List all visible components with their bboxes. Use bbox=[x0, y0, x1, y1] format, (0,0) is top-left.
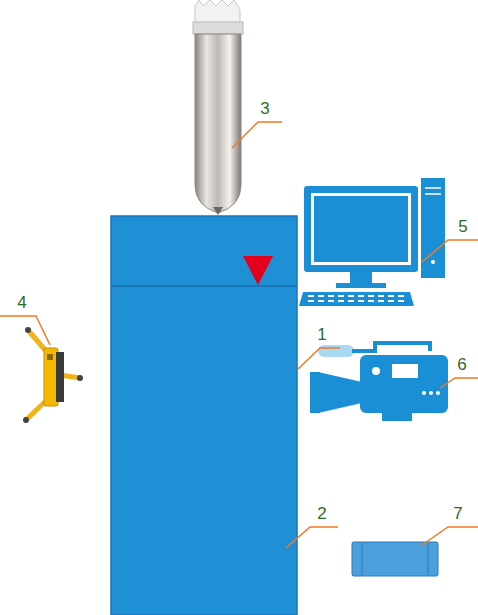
callout-number: 6 bbox=[457, 356, 466, 373]
tank bbox=[111, 216, 297, 615]
level-marker bbox=[243, 256, 273, 285]
probe bbox=[193, 0, 243, 215]
callout-number: 2 bbox=[317, 505, 326, 522]
callout-number: 4 bbox=[17, 294, 26, 311]
callout-number: 5 bbox=[458, 218, 467, 235]
callout-number: 3 bbox=[260, 100, 269, 117]
level-sensor bbox=[23, 327, 83, 423]
leader-lines bbox=[0, 122, 478, 548]
computer bbox=[299, 178, 445, 306]
callout-number: 1 bbox=[317, 326, 326, 343]
controller-box bbox=[352, 542, 438, 576]
video-camera bbox=[310, 343, 448, 421]
callout-number: 7 bbox=[453, 505, 462, 522]
